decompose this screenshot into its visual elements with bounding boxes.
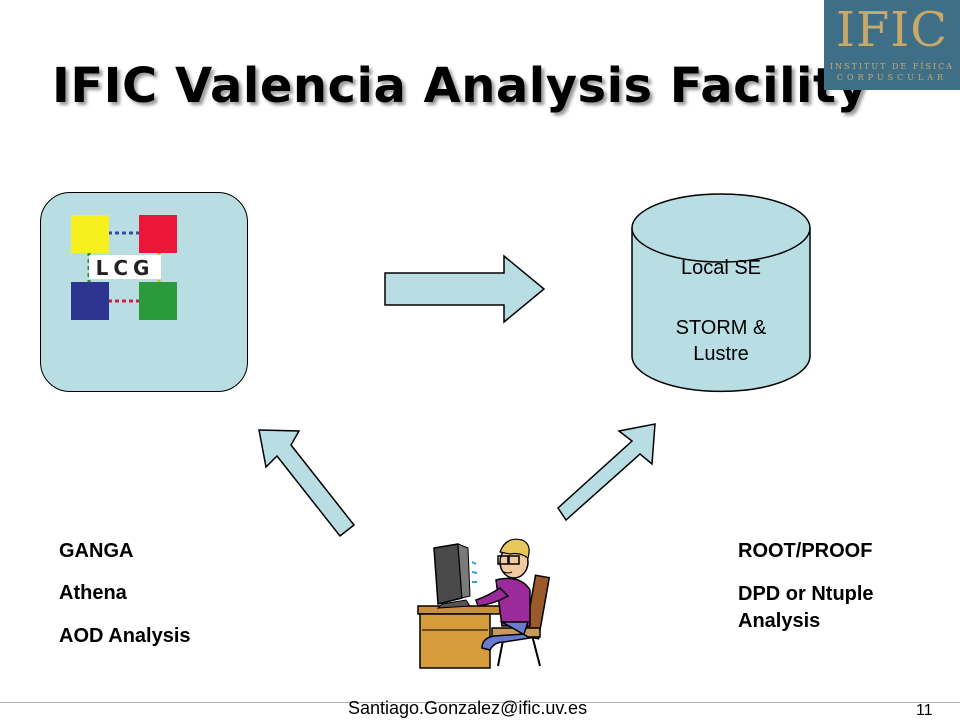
- ific-logo-subtitle-2: CORPUSCULAR: [836, 73, 948, 82]
- storage-label-1: Local SE: [680, 257, 762, 279]
- lcg-logo-label: LCG: [96, 256, 155, 280]
- up-right-arrow-icon: [557, 423, 656, 522]
- label-dpd-ntuple: DPD or Ntuple: [738, 583, 874, 605]
- storage-label-3: Lustre: [693, 343, 749, 365]
- label-athena: Athena: [59, 582, 127, 604]
- label-analysis: Analysis: [738, 610, 821, 632]
- ific-logo: IFIC INSTITUT DE FÍSICA CORPUSCULAR: [824, 0, 960, 90]
- ific-logo-subtitle-1: INSTITUT DE FÍSICA: [829, 62, 955, 71]
- storage-cylinder-icon: [631, 193, 811, 393]
- page-number: 11: [916, 702, 933, 719]
- label-ganga: GANGA: [59, 540, 134, 562]
- storage-label-2: STORM &: [675, 317, 767, 339]
- ific-logo-text: IFIC: [836, 2, 948, 58]
- slide-title: IFIC Valencia Analysis Facility: [52, 58, 869, 114]
- label-aod-analysis: AOD Analysis: [59, 625, 191, 647]
- footer-email: Santiago.Gonzalez@ific.uv.es: [348, 698, 588, 718]
- user-at-computer-icon: [417, 538, 551, 669]
- label-root-proof: ROOT/PROOF: [738, 540, 873, 562]
- up-left-arrow-icon: [258, 429, 356, 538]
- footer-divider: [0, 702, 960, 703]
- lcg-logo-icon: LCG: [71, 215, 177, 320]
- right-arrow-icon: [384, 254, 546, 324]
